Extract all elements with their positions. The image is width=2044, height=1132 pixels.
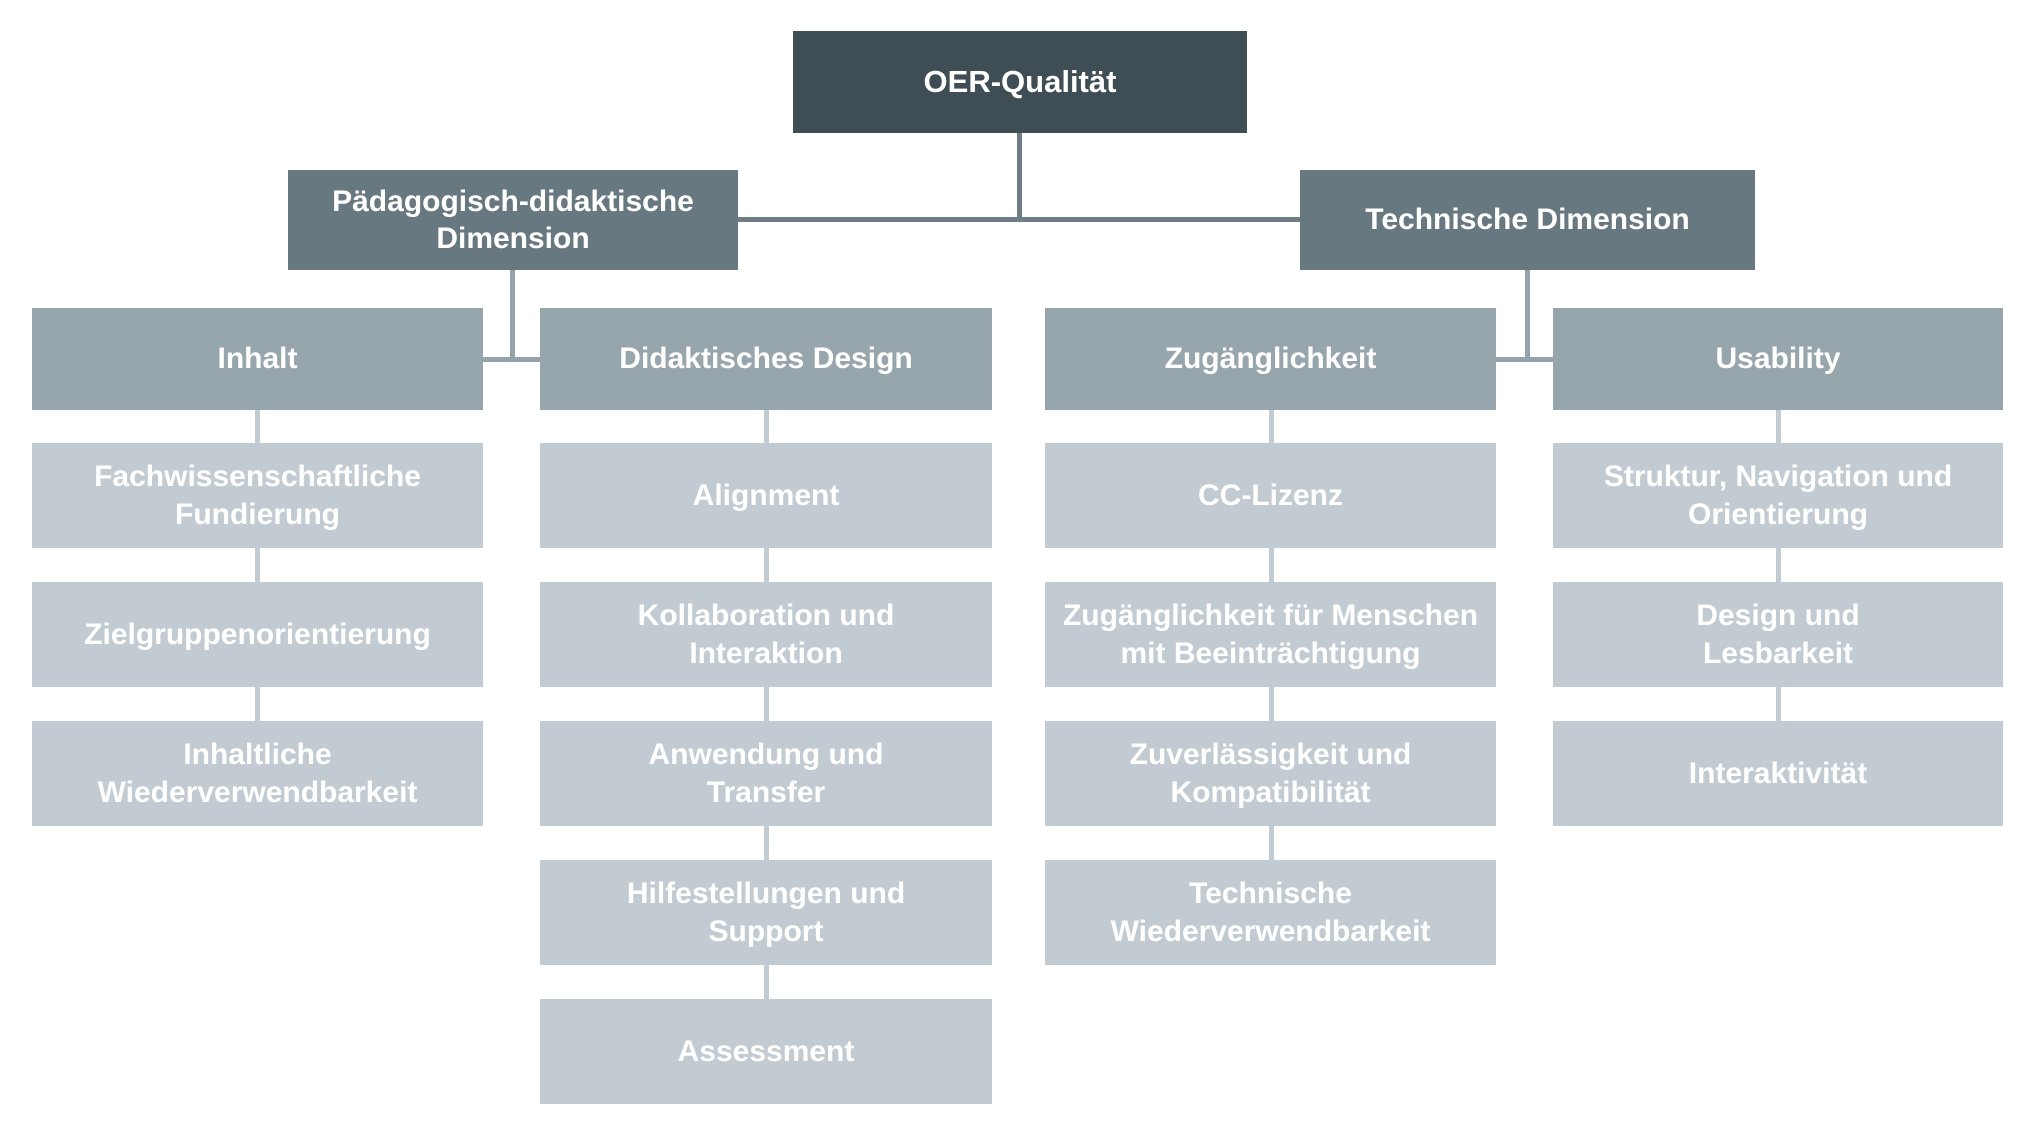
node-hilfestellungen-und-support: Hilfestellungen und Support <box>540 860 992 965</box>
connector-didaktik-item-2 <box>764 548 769 582</box>
node-inhalt: Inhalt <box>32 308 483 410</box>
connector-inhalt-item-1 <box>255 410 260 443</box>
node-struktur-navigation-orientierung: Struktur, Navigation und Orientierung <box>1553 443 2003 548</box>
node-zielgruppenorientierung: Zielgruppenorientierung <box>32 582 483 687</box>
connector-usability-item-1 <box>1776 410 1781 443</box>
connector-inhalt-item-2 <box>255 548 260 582</box>
node-anwendung-und-transfer: Anwendung und Transfer <box>540 721 992 826</box>
node-zugaenglichkeit: Zugänglichkeit <box>1045 308 1496 410</box>
connector-tech-crossbar <box>1496 357 1553 362</box>
connector-inhalt-item-3 <box>255 687 260 721</box>
connector-didaktik-item-3 <box>764 687 769 721</box>
connector-paed-crossbar <box>483 357 540 362</box>
node-technische-wiederverwendbarkeit: Technische Wiederverwendbarkeit <box>1045 860 1496 965</box>
connector-paed-drop <box>510 270 515 362</box>
node-inhaltliche-wiederverwendbarkeit: Inhaltliche Wiederverwendbarkeit <box>32 721 483 826</box>
connector-dimensions-crossbar <box>738 217 1302 222</box>
node-assessment: Assessment <box>540 999 992 1104</box>
node-zuverlaessigkeit-und-kompatibilitaet: Zuverlässigkeit und Kompatibilität <box>1045 721 1496 826</box>
connector-zugaenglichkeit-item-2 <box>1269 548 1274 582</box>
node-didaktisches-design: Didaktisches Design <box>540 308 992 410</box>
node-cc-lizenz: CC-Lizenz <box>1045 443 1496 548</box>
connector-tech-drop <box>1525 270 1530 362</box>
node-alignment: Alignment <box>540 443 992 548</box>
node-design-und-lesbarkeit: Design und Lesbarkeit <box>1553 582 2003 687</box>
node-zugaenglichkeit-fuer-menschen: Zugänglichkeit für Menschen mit Beeinträ… <box>1045 582 1496 687</box>
connector-zugaenglichkeit-item-4 <box>1269 826 1274 860</box>
node-oer-qualitaet: OER-Qualität <box>793 31 1247 133</box>
node-interaktivitaet: Interaktivität <box>1553 721 2003 826</box>
connector-usability-item-3 <box>1776 687 1781 721</box>
node-fachwissenschaftliche-fundierung: Fachwissenschaftliche Fundierung <box>32 443 483 548</box>
connector-zugaenglichkeit-item-1 <box>1269 410 1274 443</box>
connector-didaktik-item-5 <box>764 965 769 999</box>
node-technische-dimension: Technische Dimension <box>1300 170 1755 270</box>
node-kollaboration-und-interaktion: Kollaboration und Interaktion <box>540 582 992 687</box>
node-usability: Usability <box>1553 308 2003 410</box>
connector-didaktik-item-4 <box>764 826 769 860</box>
connector-usability-item-2 <box>1776 548 1781 582</box>
connector-root-trunk <box>1017 133 1022 217</box>
connector-zugaenglichkeit-item-3 <box>1269 687 1274 721</box>
node-paedagogisch-didaktische-dimension: Pädagogisch-didaktische Dimension <box>288 170 738 270</box>
connector-didaktik-item-1 <box>764 410 769 443</box>
